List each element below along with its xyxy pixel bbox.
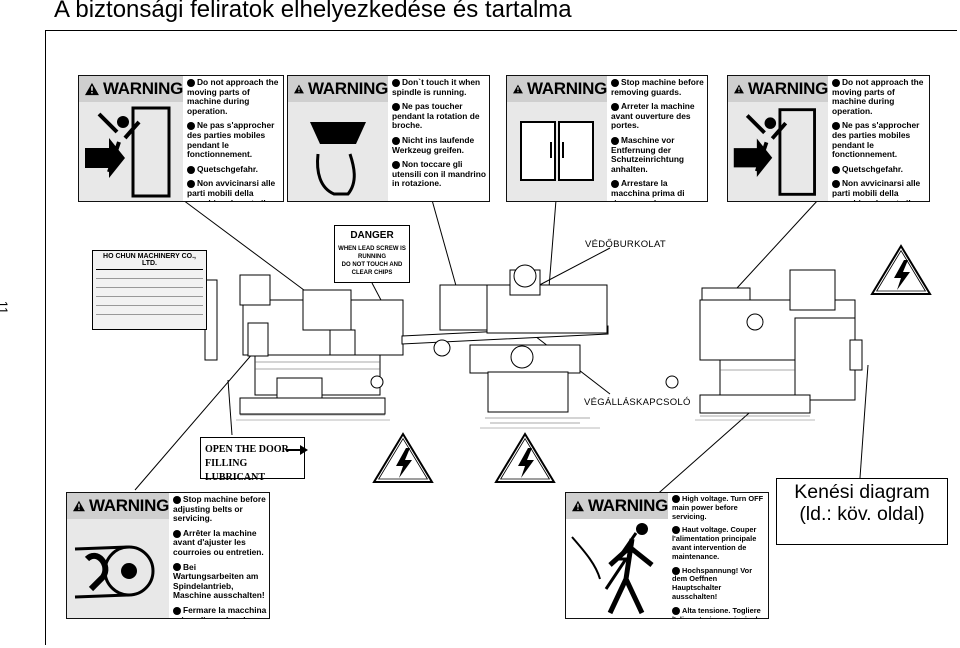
guard-doors-icon <box>507 102 607 201</box>
guard-label: VÉDŐBURKOLAT <box>585 239 667 250</box>
lubrication-note-line-2: (ld.: köv. oldal) <box>799 503 925 525</box>
crush-hazard-icon <box>728 102 828 201</box>
high-voltage-icon <box>870 244 932 295</box>
warning-text: High voltage. Turn OFF main power before… <box>672 494 764 618</box>
page-title: A biztonsági feliratok elhelyezkedése és… <box>54 0 572 23</box>
warning-triangle-icon <box>572 500 584 512</box>
figure-frame <box>45 30 957 645</box>
warning-header: WARNING <box>566 493 668 519</box>
warning-label-2: WARNING Don`t touch it when spindle is r… <box>287 75 490 202</box>
lubrication-diagram-note: Kenési diagram (ld.: köv. oldal) <box>776 478 948 545</box>
warning-label-5: WARNING Stop machine before adjusting be… <box>66 492 270 619</box>
warning-header: WARNING <box>288 76 388 102</box>
lang-fr-icon <box>187 122 195 131</box>
danger-line-2: DO NOT TOUCH AND CLEAR CHIPS <box>341 262 403 276</box>
danger-line-1: WHEN LEAD SCREW IS RUNNING <box>338 246 406 260</box>
limit-switch-label: VÉGÁLLÁSKAPCSOLÓ <box>584 397 691 408</box>
high-voltage-icon <box>372 432 434 483</box>
electric-shock-icon <box>566 519 668 618</box>
warning-triangle-icon <box>294 84 304 94</box>
warning-label-1: WARNING Do not approach the moving parts… <box>78 75 284 202</box>
crush-hazard-icon <box>79 102 183 201</box>
warning-triangle-icon <box>85 82 99 96</box>
lang-en-icon <box>187 78 195 87</box>
danger-heading: DANGER <box>350 230 394 241</box>
warning-header: WARNING <box>67 493 169 519</box>
high-voltage-icon <box>494 432 556 483</box>
warning-label-4: WARNING Do not approach the moving parts… <box>727 75 930 202</box>
warning-header: WARNING <box>507 76 607 102</box>
warning-label-6: WARNING High voltage. Turn OFF main powe… <box>565 492 769 619</box>
warning-header: WARNING <box>728 76 828 102</box>
machine-nameplate: HO CHUN MACHINERY CO., LTD. <box>92 250 207 330</box>
nameplate-company: HO CHUN MACHINERY CO., LTD. <box>103 253 196 267</box>
warning-triangle-icon <box>734 84 744 94</box>
danger-sign: DANGER WHEN LEAD SCREW IS RUNNING DO NOT… <box>334 225 410 283</box>
warning-label-3: WARNING Stop machine before removing gua… <box>506 75 708 202</box>
lubrication-note-line-1: Kenési diagram <box>794 481 930 503</box>
belt-hazard-icon <box>67 519 169 618</box>
lubricant-sign: OPEN THE DOOR FILLING LUBRICANT <box>200 437 305 483</box>
lang-it-icon <box>187 180 195 189</box>
warning-triangle-icon <box>73 500 85 512</box>
warning-text: Do not approach the moving parts of mach… <box>832 77 924 201</box>
warning-text: Stop machine before adjusting belts or s… <box>173 494 267 618</box>
warning-text: Stop machine before removing guards. Arr… <box>611 77 704 201</box>
lube-line-1: OPEN THE DOOR <box>205 444 289 455</box>
warning-triangle-icon <box>513 84 523 94</box>
warning-word: WARNING <box>102 79 183 98</box>
warning-text: Do not approach the moving parts of mach… <box>187 77 279 201</box>
warning-text: Don`t touch it when spindle is running. … <box>392 77 486 189</box>
spindle-hand-icon <box>288 102 388 201</box>
warning-header: WARNING <box>79 76 183 102</box>
lang-de-icon <box>187 165 195 174</box>
arrow-right-icon <box>286 445 308 455</box>
lube-line-2: FILLING LUBRICANT <box>205 458 266 483</box>
